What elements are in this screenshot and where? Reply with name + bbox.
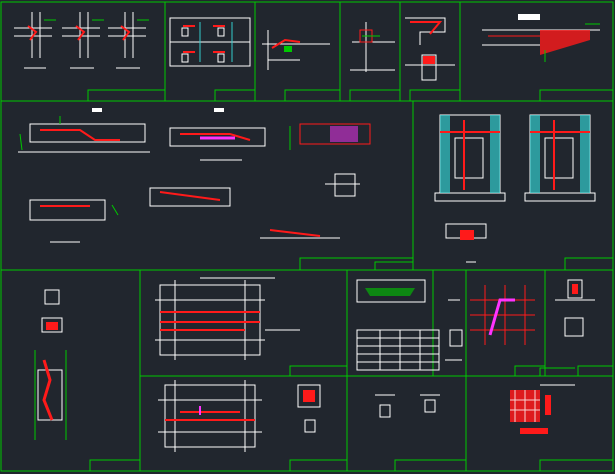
detail-slab-edge[interactable]: [350, 22, 395, 72]
detail-opening-trim[interactable]: [445, 279, 595, 361]
detail-beam-haunch[interactable]: [482, 14, 600, 62]
detail-wall-openings[interactable]: [434, 114, 596, 263]
detail-grid-plan-upper[interactable]: [155, 277, 300, 360]
detail-slab-schedule[interactable]: [356, 279, 440, 371]
detail-column-joints[interactable]: [14, 12, 149, 69]
detail-wall-corner[interactable]: [262, 30, 330, 70]
detail-grid-plan-lower[interactable]: [158, 380, 440, 452]
detail-rebar-layout-table[interactable]: [169, 17, 251, 67]
detail-column-tie[interactable]: [34, 289, 67, 440]
detail-beam-sections[interactable]: [18, 108, 371, 243]
detail-column-square[interactable]: [510, 384, 575, 434]
detail-parapet-section[interactable]: [405, 17, 455, 81]
